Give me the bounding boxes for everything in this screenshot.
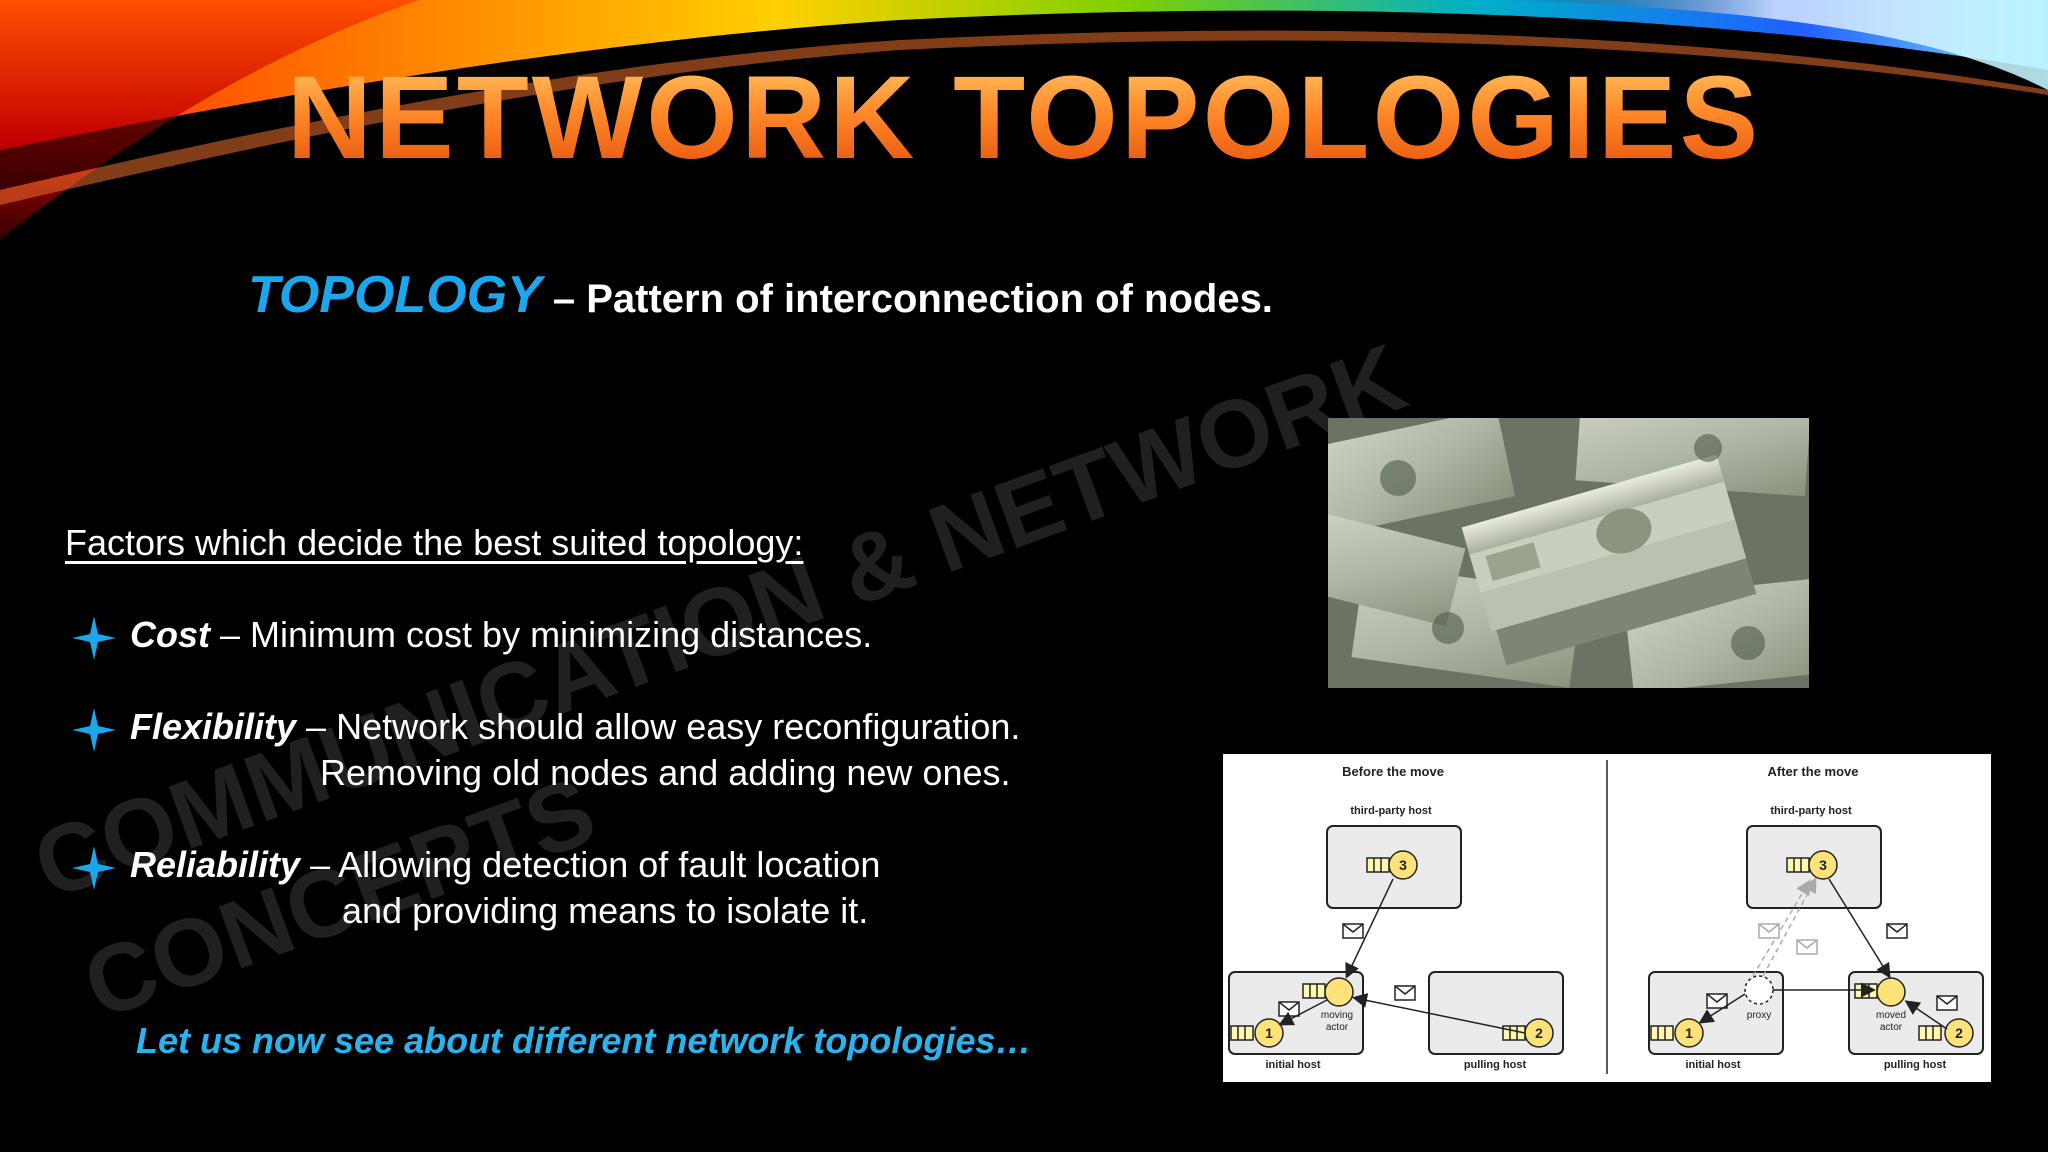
factor-description: – Allowing detection of fault location bbox=[300, 844, 881, 885]
definition-term: TOPOLOGY bbox=[248, 266, 542, 324]
factor-description-continued: and providing means to isolate it. bbox=[342, 890, 869, 931]
before-pulling-host-label: pulling host bbox=[1464, 1059, 1527, 1071]
factor-description: – Network should allow easy reconfigurat… bbox=[296, 706, 1021, 747]
svg-text:2: 2 bbox=[1955, 1025, 1963, 1041]
topology-definition: TOPOLOGY – Pattern of interconnection of… bbox=[248, 265, 1273, 325]
after-node-2 bbox=[1944, 1018, 1974, 1048]
after-pulling-host-label: pulling host bbox=[1884, 1059, 1947, 1071]
factor-name: Reliability bbox=[130, 844, 301, 885]
before-moving-actor bbox=[1324, 977, 1354, 1007]
actor-move-diagram-svg: Before the move third-party host 3 initi… bbox=[1228, 760, 1984, 1074]
before-node-3 bbox=[1388, 850, 1418, 880]
factor-description: – Minimum cost by minimizing distances. bbox=[210, 614, 873, 655]
after-initial-host-label: initial host bbox=[1686, 1059, 1741, 1071]
svg-text:moving: moving bbox=[1321, 1010, 1353, 1021]
slide-title: NETWORK TOPOLOGIES bbox=[0, 50, 2048, 186]
before-initial-host-label: initial host bbox=[1266, 1059, 1321, 1071]
after-moved-actor bbox=[1876, 977, 1906, 1007]
before-heading: Before the move bbox=[1342, 764, 1444, 779]
svg-text:1: 1 bbox=[1265, 1025, 1273, 1041]
svg-text:2: 2 bbox=[1535, 1025, 1543, 1041]
after-node-1 bbox=[1674, 1018, 1704, 1048]
svg-text:moved: moved bbox=[1876, 1010, 1906, 1021]
factor-description-continued: Removing old nodes and adding new ones. bbox=[320, 752, 1011, 793]
after-proxy bbox=[1744, 975, 1774, 1005]
closing-statement: Let us now see about different network t… bbox=[136, 1020, 1032, 1061]
after-proxy-label: proxy bbox=[1747, 1010, 1771, 1021]
header-swoosh bbox=[0, 0, 2048, 240]
four-point-star-icon bbox=[72, 708, 116, 752]
before-node-1 bbox=[1254, 1018, 1284, 1048]
svg-text:3: 3 bbox=[1399, 857, 1407, 873]
svg-text:actor: actor bbox=[1326, 1022, 1349, 1033]
definition-text: – Pattern of interconnection of nodes. bbox=[541, 277, 1273, 321]
svg-text:3: 3 bbox=[1819, 857, 1827, 873]
factor-name: Flexibility bbox=[130, 706, 297, 747]
actor-move-diagram: Before the move third-party host 3 initi… bbox=[1223, 754, 1991, 1082]
factor-name: Cost bbox=[130, 614, 210, 655]
after-node-3 bbox=[1808, 850, 1838, 880]
money-photo bbox=[1328, 418, 1809, 688]
four-point-star-icon bbox=[72, 846, 116, 890]
four-point-star-icon bbox=[72, 616, 116, 660]
svg-text:1: 1 bbox=[1685, 1025, 1693, 1041]
svg-text:actor: actor bbox=[1880, 1022, 1903, 1033]
before-third-party-label: third-party host bbox=[1350, 805, 1432, 817]
after-third-party-label: third-party host bbox=[1770, 805, 1852, 817]
factors-heading: Factors which decide the best suited top… bbox=[65, 522, 804, 563]
after-heading: After the move bbox=[1767, 764, 1858, 779]
